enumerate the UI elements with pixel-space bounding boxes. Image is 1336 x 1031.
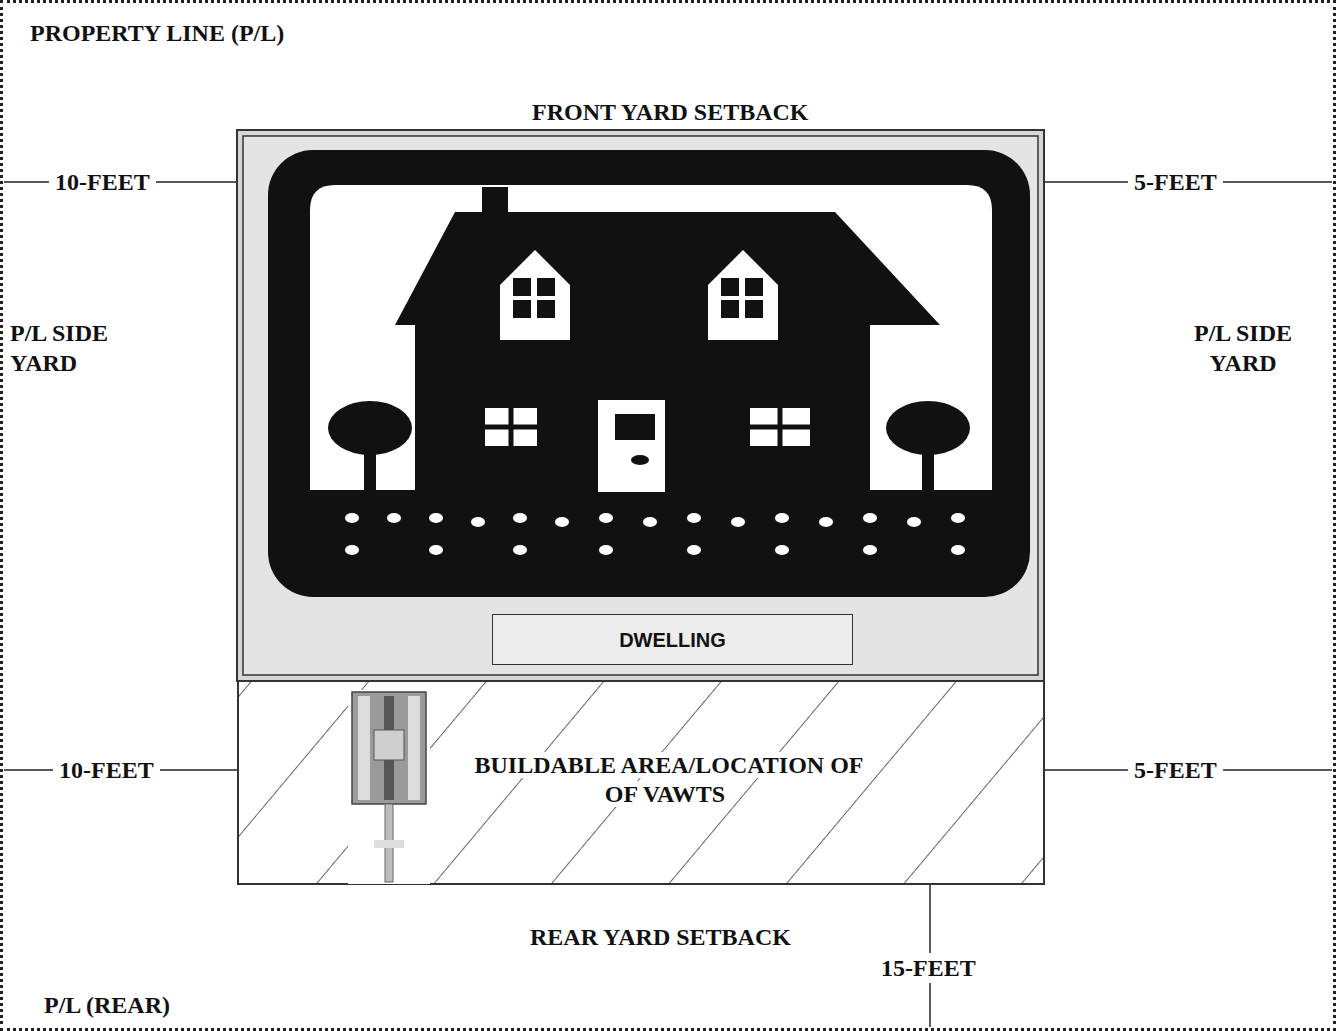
house-picture [268,150,1030,597]
node-text-patch: BUILDABLE AREA/LOCATION OF OF VAWTS [471,752,864,807]
dwelling-inner-border [243,136,1038,675]
setback-label: FRONT YARD SETBACK [526,97,815,127]
setback-label: REAR YARD SETBACK [524,922,797,952]
boundary-title: PROPERTY LINE (P/L) [30,19,284,48]
buildable-area-box: BUILDABLE AREA/LOCATION OF OF VAWTS [235,678,1041,882]
rear-property-line-label: P/L (REAR) [44,990,170,1020]
dimension-label: 5-FEET [1128,167,1223,197]
dimension-label: 15-FEET [875,953,982,983]
dimension-label: 10-FEET [53,755,160,785]
side-yard-label: P/L SIDE YARD [10,318,160,378]
dwelling-footprint [237,130,1044,681]
buildable-area-hatch [238,681,1044,884]
node-text: DWELLING [619,628,726,652]
dwelling-label-box: DWELLING [492,614,853,665]
dimension-label: 5-FEET [1128,755,1223,785]
dimension-label: 10-FEET [49,167,156,197]
vawt-picture [348,690,430,884]
node-text: BUILDABLE AREA/LOCATION OF OF VAWTS [458,751,876,809]
side-yard-label: P/L SIDE YARD [1168,318,1318,378]
